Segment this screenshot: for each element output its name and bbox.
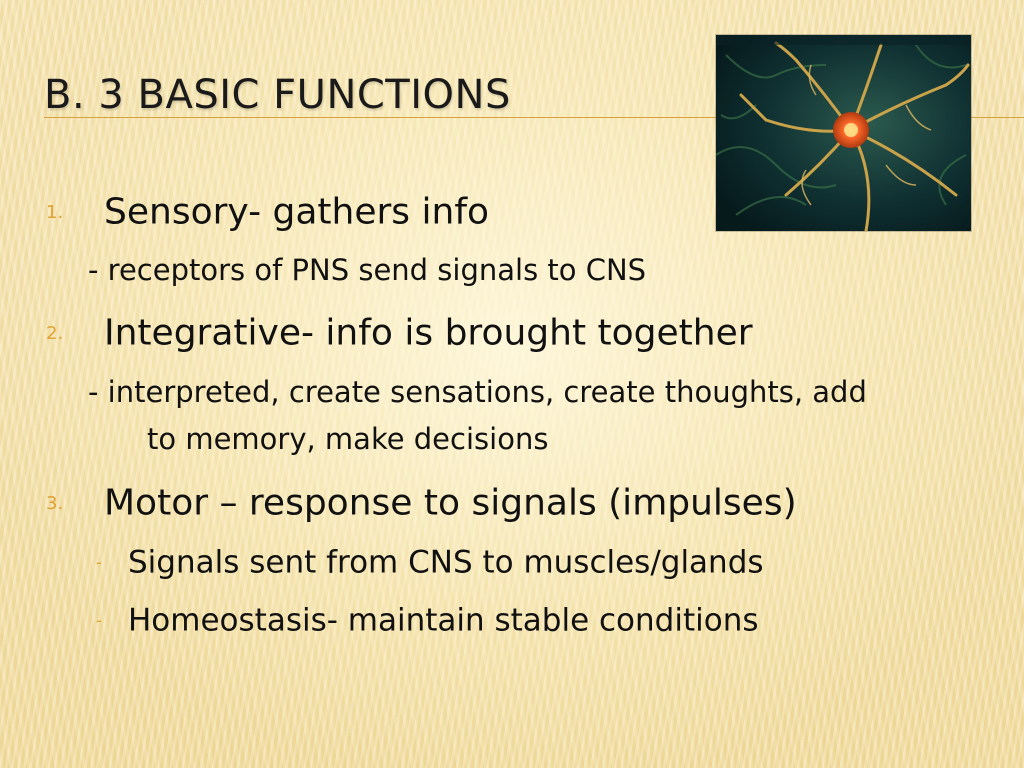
sub-line: - receptors of PNS send signals to CNS xyxy=(88,253,647,287)
bullet-marker: - xyxy=(96,611,102,630)
title-divider xyxy=(44,117,1024,118)
list-item-text: Sensory- gathers info xyxy=(104,191,490,233)
sub-bullet: - Signals sent from CNS to muscles/glands xyxy=(96,543,764,581)
list-number: 3. xyxy=(46,492,64,514)
list-item-sensory: 1. Sensory- gathers info xyxy=(46,190,489,233)
list-item-text: Motor – response to signals (impulses) xyxy=(104,482,797,524)
list-item-motor: 3. Motor – response to signals (impulses) xyxy=(46,481,797,524)
list-number: 2. xyxy=(46,322,64,344)
sub-bullet-text: Signals sent from CNS to muscles/glands xyxy=(128,544,764,581)
sub-line: to memory, make decisions xyxy=(147,422,549,456)
sub-bullet: - Homeostasis- maintain stable conditions xyxy=(96,601,759,639)
sub-bullet-text: Homeostasis- maintain stable conditions xyxy=(128,602,759,639)
list-number: 1. xyxy=(46,201,64,223)
list-item-integrative: 2. Integrative- info is brought together xyxy=(46,311,753,354)
neuron-icon xyxy=(716,35,971,231)
neuron-illustration xyxy=(716,35,971,231)
slide-title: B. 3 BASIC FUNCTIONS xyxy=(44,72,511,118)
bullet-marker: - xyxy=(96,553,102,572)
list-item-text: Integrative- info is brought together xyxy=(104,312,753,354)
sub-line: - interpreted, create sensations, create… xyxy=(88,375,867,409)
